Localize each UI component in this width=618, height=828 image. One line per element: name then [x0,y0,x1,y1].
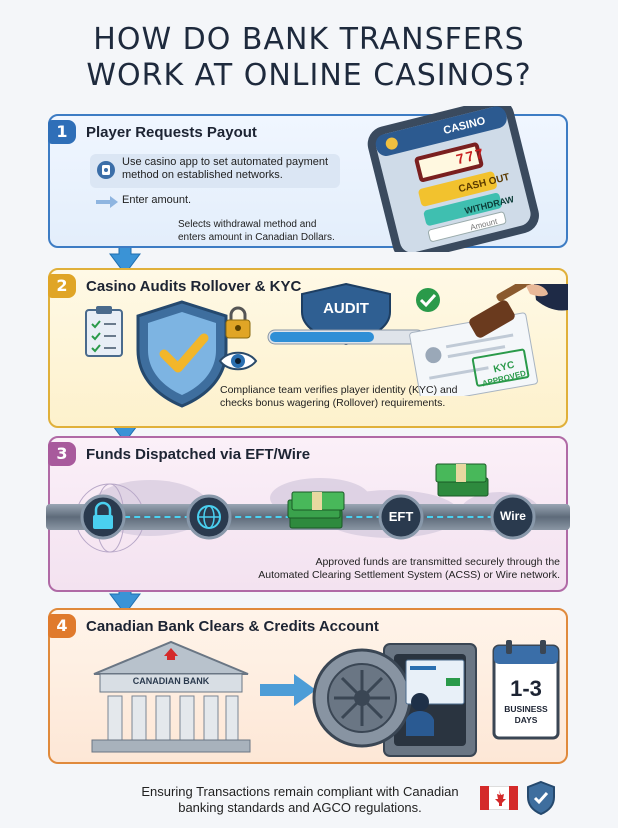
footer-text: Ensuring Transactions remain compliant w… [110,784,490,816]
step-2-panel: 2 Casino Audits Rollover & KYC AUDIT [48,268,568,428]
wire-node-label: Wire [500,509,526,523]
step-1-bullet-1: Use casino app to set automated payment … [122,156,329,181]
calendar-days-range: 1-3 [510,676,542,701]
step-1-note: Selects withdrawal method and enters amo… [178,219,335,243]
footer-line-2: banking standards and AGCO regulations. [178,800,422,815]
approved-document-gavel-icon [409,284,568,396]
eye-icon [218,351,258,371]
arrow-right-icon [96,196,118,208]
step-1-bullet-1-box [90,154,340,188]
page-title: HOW DO BANK TRANSFERS WORK AT ONLINE CAS… [0,22,618,94]
step-2-badge: 2 [48,274,76,298]
wire-node-circle [490,494,536,540]
bank-vault-icon [312,643,477,757]
title-line-2: WORK AT ONLINE CASINOS? [86,58,532,93]
eft-node-label: EFT [388,509,414,524]
lock-node-icon [80,494,126,540]
step-1-title: Player Requests Payout [86,124,257,141]
canada-flag-icon [480,786,518,810]
casino-phone-illustration [367,106,539,252]
phone-settings-icon [97,161,115,179]
step-4-panel: 4 Canadian Bank Clears & Credits Account… [48,608,568,764]
eft-node-circle [378,494,424,540]
step-4-badge: 4 [48,614,76,638]
calendar-icon [492,640,560,740]
globe-node-icon [186,494,232,540]
step-3-panel: 3 Funds Dispatched via EFT/Wire EFT [46,436,570,592]
step-3-note-line-1: Approved funds are transmitted securely … [315,556,560,568]
step-4-title: Canadian Bank Clears & Credits Account [86,618,379,635]
step-1-badge: 1 [48,120,76,144]
bank-building-icon [91,640,251,753]
cash-stack-top-icon [435,463,489,497]
step-3-title: Funds Dispatched via EFT/Wire [86,446,311,463]
checklist-clipboard-icon [85,306,123,357]
calendar-label-line-2: DAYS [514,715,538,725]
shield-check-icon [136,300,228,408]
footer-line-1: Ensuring Transactions remain compliant w… [141,784,459,799]
step-3-badge: 3 [48,442,76,466]
audit-label: AUDIT [323,300,369,317]
step-3-note-line-2: Automated Clearing Settlement System (AC… [258,569,560,581]
step-2-title: Casino Audits Rollover & KYC [86,278,302,295]
transfer-arrow-icon [260,674,316,706]
step-1-bullet-2: Enter amount. [122,194,192,206]
compliance-shield-icon [527,780,555,816]
step-1-panel: 1 Player Requests Payout Use casino app … [48,106,568,252]
padlock-icon [225,306,251,339]
title-line-1: HOW DO BANK TRANSFERS [93,22,525,57]
step-2-note: Compliance team verifies player identity… [220,384,458,409]
calendar-label-line-1: BUSINESS [504,704,548,714]
audit-shield-progress-icon [267,282,425,346]
cash-bundle-icon [287,491,345,529]
bank-sign: CANADIAN BANK [132,676,210,686]
